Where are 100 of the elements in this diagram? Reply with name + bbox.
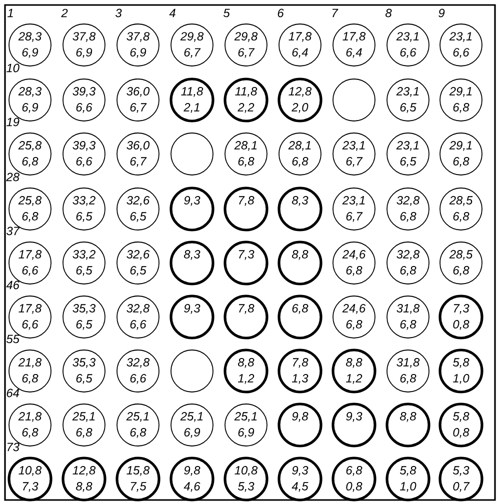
column-number: 4	[169, 8, 176, 18]
value-text: 2,0	[292, 103, 308, 113]
value-text: 7,8	[238, 196, 254, 206]
value-text: 6,8	[453, 103, 470, 113]
value-text: 7,3	[22, 482, 38, 492]
row-number: 55	[6, 334, 20, 344]
column-number: 9	[438, 8, 445, 18]
column-number: 2	[61, 8, 68, 18]
circle	[170, 350, 214, 392]
value-text: 7,8	[238, 304, 254, 314]
value-text: 28,5	[449, 250, 473, 260]
value-text: 9,3	[184, 304, 200, 314]
value-text: 6,7	[184, 48, 201, 58]
value-text: 25,1	[72, 412, 95, 422]
value-text: 21,8	[18, 358, 42, 368]
value-text: 35,3	[72, 358, 96, 368]
value-text: 4,6	[184, 482, 200, 492]
value-text: 23,1	[396, 87, 419, 97]
value-text: 23,1	[396, 141, 419, 151]
value-text: 1,3	[292, 374, 308, 384]
row-number: 19	[6, 118, 20, 126]
value-text: 23,1	[449, 32, 472, 42]
value-text: 7,5	[130, 482, 146, 492]
value-text: 24,6	[342, 304, 366, 314]
value-text: 29,8	[180, 32, 204, 42]
value-text: 5,8	[452, 412, 470, 422]
value-text: 6,7	[130, 157, 147, 167]
value-text: 0,8	[346, 482, 362, 492]
row-number: 46	[6, 280, 20, 290]
value-text: 6,8	[22, 374, 38, 384]
value-text: 32,6	[126, 250, 150, 260]
value-text: 6,8	[400, 266, 416, 276]
value-text: 6,7	[346, 157, 363, 167]
value-text: 23,1	[342, 196, 365, 206]
value-text: 6,8	[292, 304, 308, 314]
value-text: 0,8	[453, 428, 470, 438]
value-text: 25,1	[234, 412, 257, 422]
value-text: 6,8	[22, 157, 38, 167]
value-text: 25,1	[180, 412, 203, 422]
value-text: 6,6	[76, 103, 92, 113]
value-text: 6,8	[76, 428, 92, 438]
value-text: 8,3	[292, 196, 308, 206]
value-text: 6,8	[400, 320, 416, 330]
value-text: 6,7	[346, 212, 363, 222]
value-text: 6,8	[22, 212, 38, 222]
value-text: 10,8	[234, 466, 258, 476]
value-text: 11,8	[181, 87, 204, 97]
value-text: 32,8	[396, 250, 420, 260]
value-text: 39,3	[72, 141, 96, 151]
value-text: 17,8	[18, 304, 42, 314]
value-text: 25,1	[126, 412, 149, 422]
value-text: 6,4	[292, 48, 308, 58]
value-text: 24,6	[342, 250, 366, 260]
value-text: 9,3	[346, 412, 362, 422]
value-text: 9,8	[184, 466, 200, 476]
row-number: 28	[6, 172, 20, 182]
value-text: 7,3	[454, 304, 470, 314]
value-text: 6,6	[130, 320, 146, 330]
value-text: 8,8	[346, 358, 362, 368]
value-text: 29,8	[234, 32, 258, 42]
value-text: 37,8	[72, 32, 96, 42]
value-text: 6,8	[400, 374, 416, 384]
value-text: 31,8	[396, 304, 420, 314]
value-text: 28,5	[449, 196, 473, 206]
value-text: 5,8	[452, 358, 470, 368]
value-text: 6,5	[76, 266, 92, 276]
value-text: 17,8	[342, 32, 366, 42]
value-text: 6,6	[22, 320, 38, 330]
value-text: 1,0	[453, 374, 470, 384]
value-text: 5,8	[400, 466, 416, 476]
row-number: 10	[6, 64, 20, 72]
value-text: 36,0	[126, 87, 150, 97]
value-text: 1,2	[346, 374, 362, 384]
value-text: 5,3	[452, 466, 470, 476]
value-text: 6,8	[346, 266, 362, 276]
value-text: 6,8	[453, 157, 470, 167]
row-number: 64	[6, 388, 20, 398]
value-text: 6,6	[22, 266, 38, 276]
value-text: 6,6	[453, 48, 470, 58]
value-text: 28,1	[234, 141, 257, 151]
value-text: 28,3	[18, 32, 42, 42]
value-text: 6,5	[130, 266, 146, 276]
value-text: 6,7	[238, 48, 255, 58]
value-text: 31,8	[396, 358, 420, 368]
column-number: 1	[8, 8, 13, 18]
value-text: 6,8	[130, 428, 146, 438]
value-text: 39,3	[72, 87, 96, 97]
circle	[332, 78, 376, 122]
value-text: 2,2	[238, 103, 254, 113]
value-text: 6,9	[22, 103, 38, 113]
value-text: 17,8	[18, 250, 42, 260]
value-text: 6,8	[238, 157, 254, 167]
value-text: 6,9	[184, 428, 200, 438]
value-text: 6,8	[292, 157, 308, 167]
value-text: 6,4	[346, 48, 362, 58]
value-text: 32,8	[126, 358, 150, 368]
circle	[170, 132, 214, 176]
value-text: 8,8	[292, 250, 308, 260]
value-text: 6,9	[130, 48, 146, 58]
value-text: 33,2	[72, 250, 96, 260]
